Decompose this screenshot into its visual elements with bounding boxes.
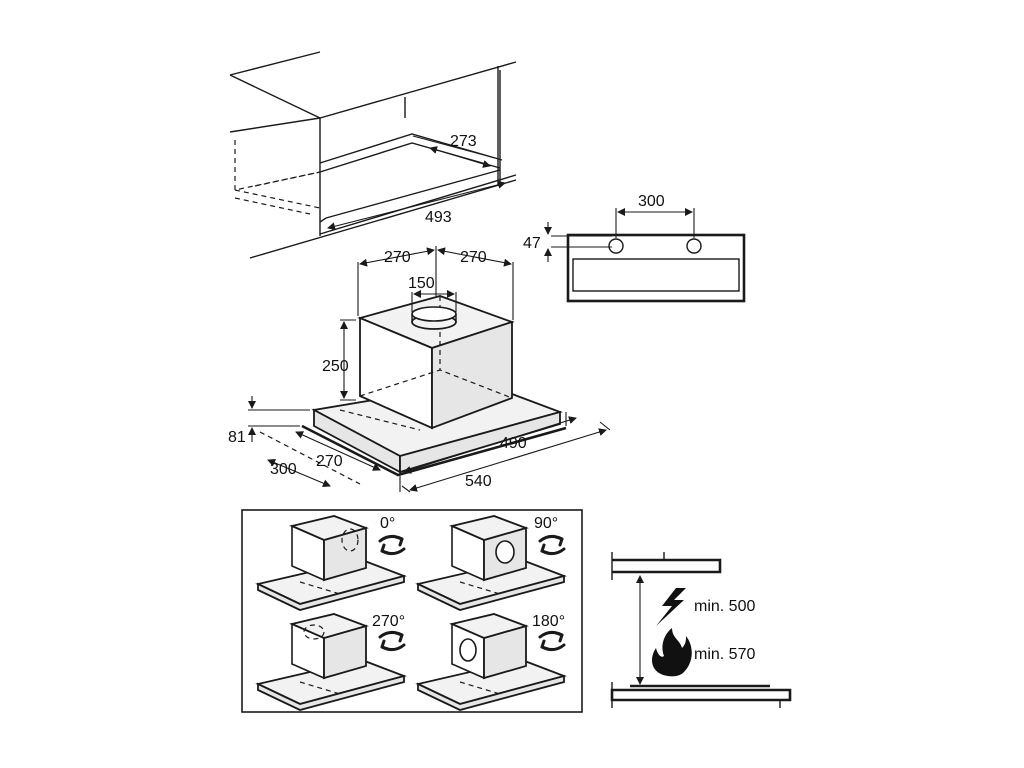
- flame-icon: [652, 628, 692, 677]
- hood-right-half-label: 270: [460, 249, 487, 266]
- bracket-spacing-label: 300: [638, 193, 665, 210]
- rotation-label-180: 180°: [532, 613, 565, 630]
- rotation-label-90: 90°: [534, 515, 558, 532]
- hood-depth-rear-label: 270: [316, 453, 343, 470]
- rotation-label-0: 0°: [380, 515, 395, 532]
- lightning-icon: [656, 588, 686, 626]
- rotation-panel-frame: [241, 509, 583, 713]
- hood-left-half-label: 270: [384, 249, 411, 266]
- clearance-gas-label: min. 570: [694, 646, 755, 663]
- rotation-option-180: [415, 613, 567, 711]
- cabinet-depth-label: 273: [450, 133, 477, 150]
- rotation-option-270: [255, 613, 407, 711]
- clearance-drawing: [610, 552, 792, 708]
- bracket-drawing: [544, 208, 746, 303]
- rotation-option-0: [255, 515, 407, 611]
- rotation-label-270: 270°: [372, 613, 405, 630]
- cabinet-width-label: 493: [425, 209, 452, 226]
- rotate-arrows-icon: [378, 534, 566, 652]
- cabinet-drawing: [229, 51, 517, 259]
- hood-height-label: 250: [322, 358, 349, 375]
- clearance-electric-label: min. 500: [694, 598, 755, 615]
- rotation-option-90: [415, 515, 567, 611]
- bracket-offset-label: 47: [523, 235, 541, 252]
- hood-drawing: [248, 246, 611, 493]
- hood-thickness-label: 81: [228, 429, 246, 446]
- hood-outlet-label: 150: [408, 275, 435, 292]
- hood-depth-front-label: 300: [270, 461, 297, 478]
- hood-outer-width-label: 540: [465, 473, 492, 490]
- hood-inner-width-label: 490: [500, 435, 527, 452]
